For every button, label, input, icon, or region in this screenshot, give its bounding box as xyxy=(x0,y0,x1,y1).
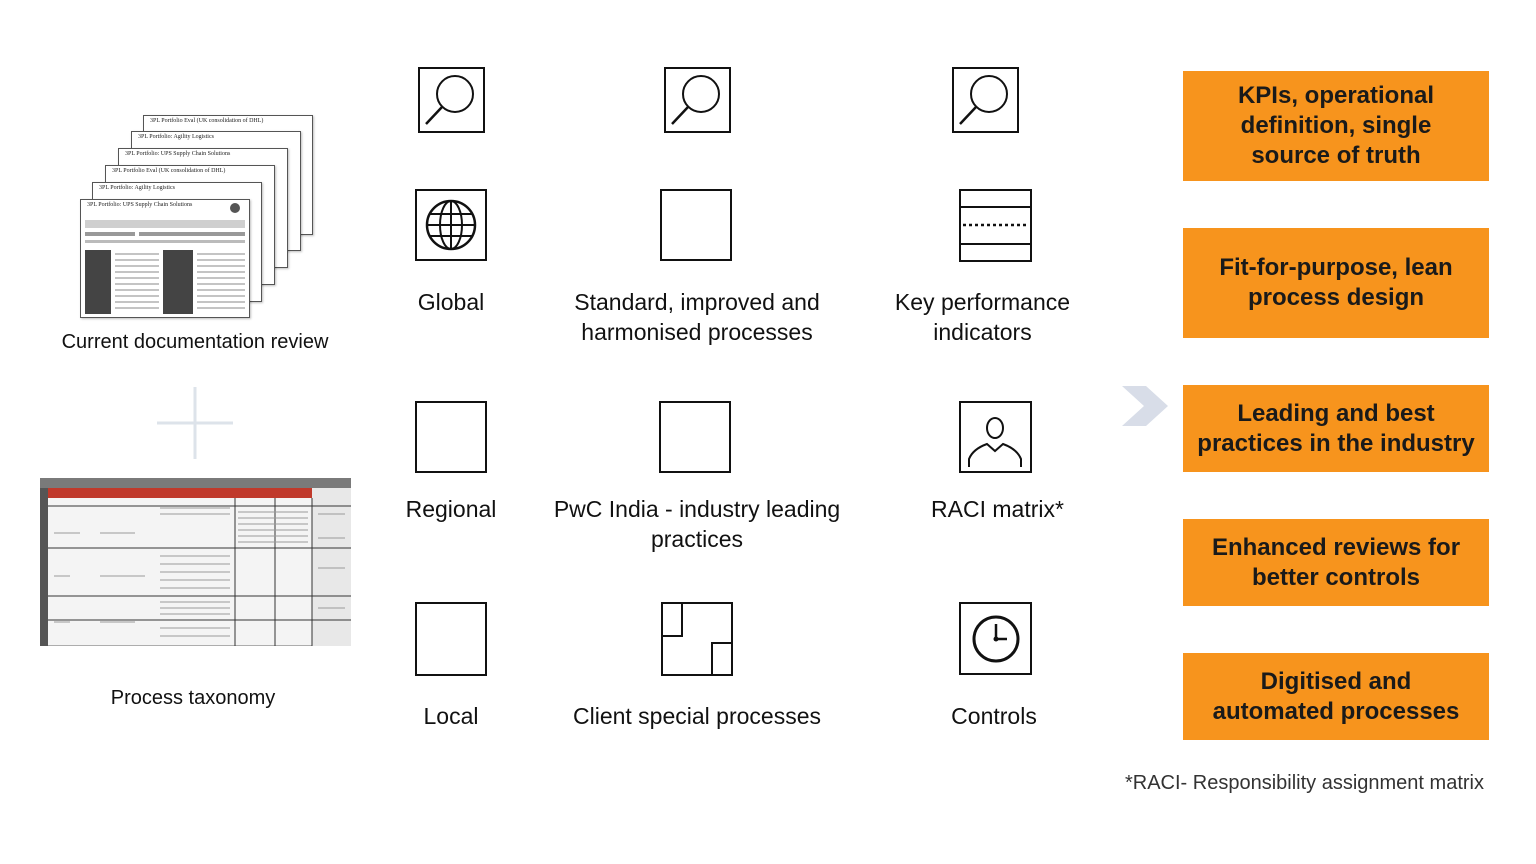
document-title: 3PL Portfolio: UPS Supply Chain Solution… xyxy=(125,151,231,157)
process-taxonomy-label: Process taxonomy xyxy=(110,687,276,709)
document-title: 3PL Portfolio Eval (UK consolidation of … xyxy=(150,118,264,124)
grid-label-global: Global xyxy=(417,289,485,315)
chevron-right-icon xyxy=(1122,386,1168,426)
magnifier-icon xyxy=(952,67,1019,133)
document-title: 3PL Portfolio Eval (UK consolidation of … xyxy=(112,168,226,174)
globe-icon xyxy=(415,189,487,261)
grid-label-regional: Regional xyxy=(405,496,497,522)
grid-label-client-special: Client special processes xyxy=(572,703,821,729)
document-title: 3PL Portfolio: Agility Logistics xyxy=(99,185,175,191)
person-icon xyxy=(959,401,1032,473)
square-icon xyxy=(415,401,487,473)
square-icon xyxy=(660,189,732,261)
square-icon xyxy=(415,602,487,676)
outcome-box-lean-design: Fit-for-purpose, lean process design xyxy=(1183,228,1489,338)
clock-icon xyxy=(959,602,1032,675)
corner-squares-icon xyxy=(661,602,733,676)
square-icon xyxy=(659,401,731,473)
doc-review-label: Current documentation review xyxy=(61,331,329,353)
kpi-icon xyxy=(959,189,1032,262)
grid-label-controls: Controls xyxy=(951,703,1037,729)
outcome-label: Digitised and automated processes xyxy=(1212,667,1460,725)
grid-label-kpis: Key performance indicators xyxy=(894,289,1071,345)
document-table-graphic xyxy=(85,203,245,314)
document-page-front: 3PL Portfolio: UPS Supply Chain Solution… xyxy=(80,199,250,318)
outcome-label: Enhanced reviews for better controls xyxy=(1211,533,1461,591)
outcome-box-best-practices: Leading and best practices in the indust… xyxy=(1183,385,1489,472)
outcome-box-enhanced-reviews: Enhanced reviews for better controls xyxy=(1183,519,1489,606)
grid-label-pwc-practices: PwC India - industry leading practices xyxy=(553,496,841,552)
document-title: 3PL Portfolio: Agility Logistics xyxy=(138,134,214,140)
outcome-label: KPIs, operational definition, single sou… xyxy=(1237,82,1435,169)
document-title: 3PL Portfolio: UPS Supply Chain Solution… xyxy=(87,202,193,208)
magnifier-icon xyxy=(664,67,731,133)
outcome-box-digitised: Digitised and automated processes xyxy=(1183,653,1489,740)
plus-icon xyxy=(157,387,233,459)
magnifier-icon xyxy=(418,67,485,133)
grid-label-raci-matrix: RACI matrix* xyxy=(931,496,1064,522)
outcome-label: Leading and best practices in the indust… xyxy=(1197,399,1475,457)
document-stack: 3PL Portfolio Eval (UK consolidation of … xyxy=(78,112,318,322)
outcome-box-kpis: KPIs, operational definition, single sou… xyxy=(1183,71,1489,181)
grid-label-standard-processes: Standard, improved and harmonised proces… xyxy=(574,289,820,345)
process-taxonomy-spreadsheet xyxy=(40,478,351,646)
raci-footnote: *RACI- Responsibility assignment matrix xyxy=(1124,772,1484,794)
grid-label-local: Local xyxy=(423,703,479,729)
outcome-label: Fit-for-purpose, lean process design xyxy=(1219,254,1453,311)
